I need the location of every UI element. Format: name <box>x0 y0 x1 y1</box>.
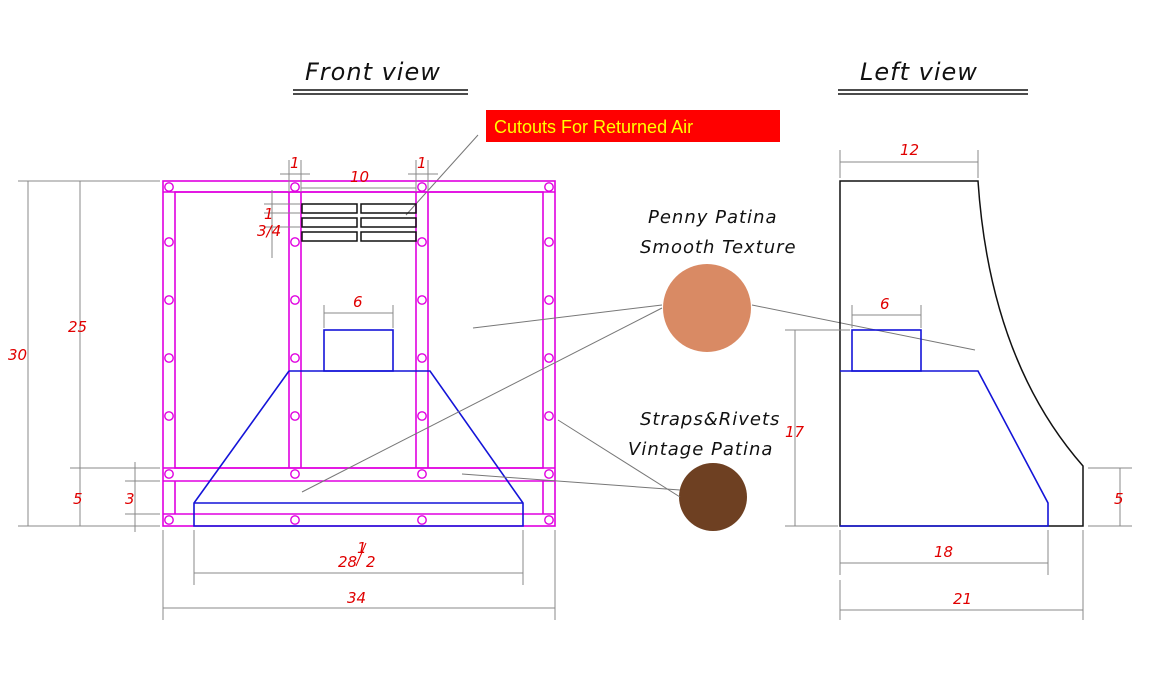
left-view-shell <box>839 180 1084 527</box>
swatch-penny-patina: Penny Patina Smooth Texture <box>640 207 797 352</box>
dim-left-height-17: 17 <box>785 423 805 441</box>
left-view-title: Left view <box>838 58 1028 95</box>
dim-height-25: 25 <box>68 318 87 336</box>
dim-box-width-6: 6 <box>353 293 363 311</box>
front-view-title: Front view <box>293 58 468 95</box>
dim-left-height-5: 5 <box>1114 490 1124 508</box>
swatch-vintage-circle <box>679 463 747 531</box>
dim-height-30: 30 <box>8 346 27 364</box>
cutout-label-box <box>486 110 780 142</box>
dim-width-34: 34 <box>347 589 366 607</box>
front-view-rivets <box>164 182 554 525</box>
left-view-hood <box>840 329 1049 527</box>
dim-left-top-12: 12 <box>900 141 919 159</box>
dim-height-3: 3 <box>125 490 135 508</box>
leader-lines <box>301 304 976 498</box>
dim-strap-left-1: 1 <box>290 154 300 172</box>
dim-vent-pitch-bottom: 3/4 <box>257 222 281 240</box>
swatch-penny-circle <box>663 264 751 352</box>
front-view-dimensions: 30 25 5 3 34 28 1 2 10 1 <box>8 154 556 620</box>
left-view-dimensions: 12 6 17 5 18 21 <box>785 141 1132 620</box>
dim-vent-pitch-top: 1 <box>264 205 274 223</box>
swatch-vintage-line2: Vintage Patina <box>628 439 773 460</box>
dim-height-5: 5 <box>73 490 83 508</box>
dim-width-28: 28 <box>338 553 357 571</box>
dim-strap-right-1: 1 <box>417 154 427 172</box>
front-view-hood <box>193 329 524 527</box>
swatch-vintage-patina: Straps&Rivets Vintage Patina <box>628 409 780 531</box>
front-view-straps <box>162 180 556 527</box>
left-view-title-text: Left view <box>860 58 978 86</box>
front-view-title-text: Front view <box>305 58 441 86</box>
swatch-penny-line1: Penny Patina <box>648 207 778 228</box>
dim-width-vents-10: 10 <box>350 168 369 186</box>
swatch-vintage-line1: Straps&Rivets <box>640 409 780 430</box>
cutout-leader <box>405 134 479 216</box>
front-view-air-cutouts <box>301 203 417 242</box>
swatch-penny-line2: Smooth Texture <box>640 237 797 258</box>
dim-left-box-6: 6 <box>880 295 890 313</box>
cutout-label-text: Cutouts For Returned Air <box>494 117 693 137</box>
dim-left-width-18: 18 <box>934 543 953 561</box>
dim-width-28-numerator: 1 <box>357 539 367 557</box>
dim-left-width-21: 21 <box>953 590 972 608</box>
cutout-label: Cutouts For Returned Air <box>486 110 780 142</box>
dim-width-28-denominator: 2 <box>366 553 376 571</box>
